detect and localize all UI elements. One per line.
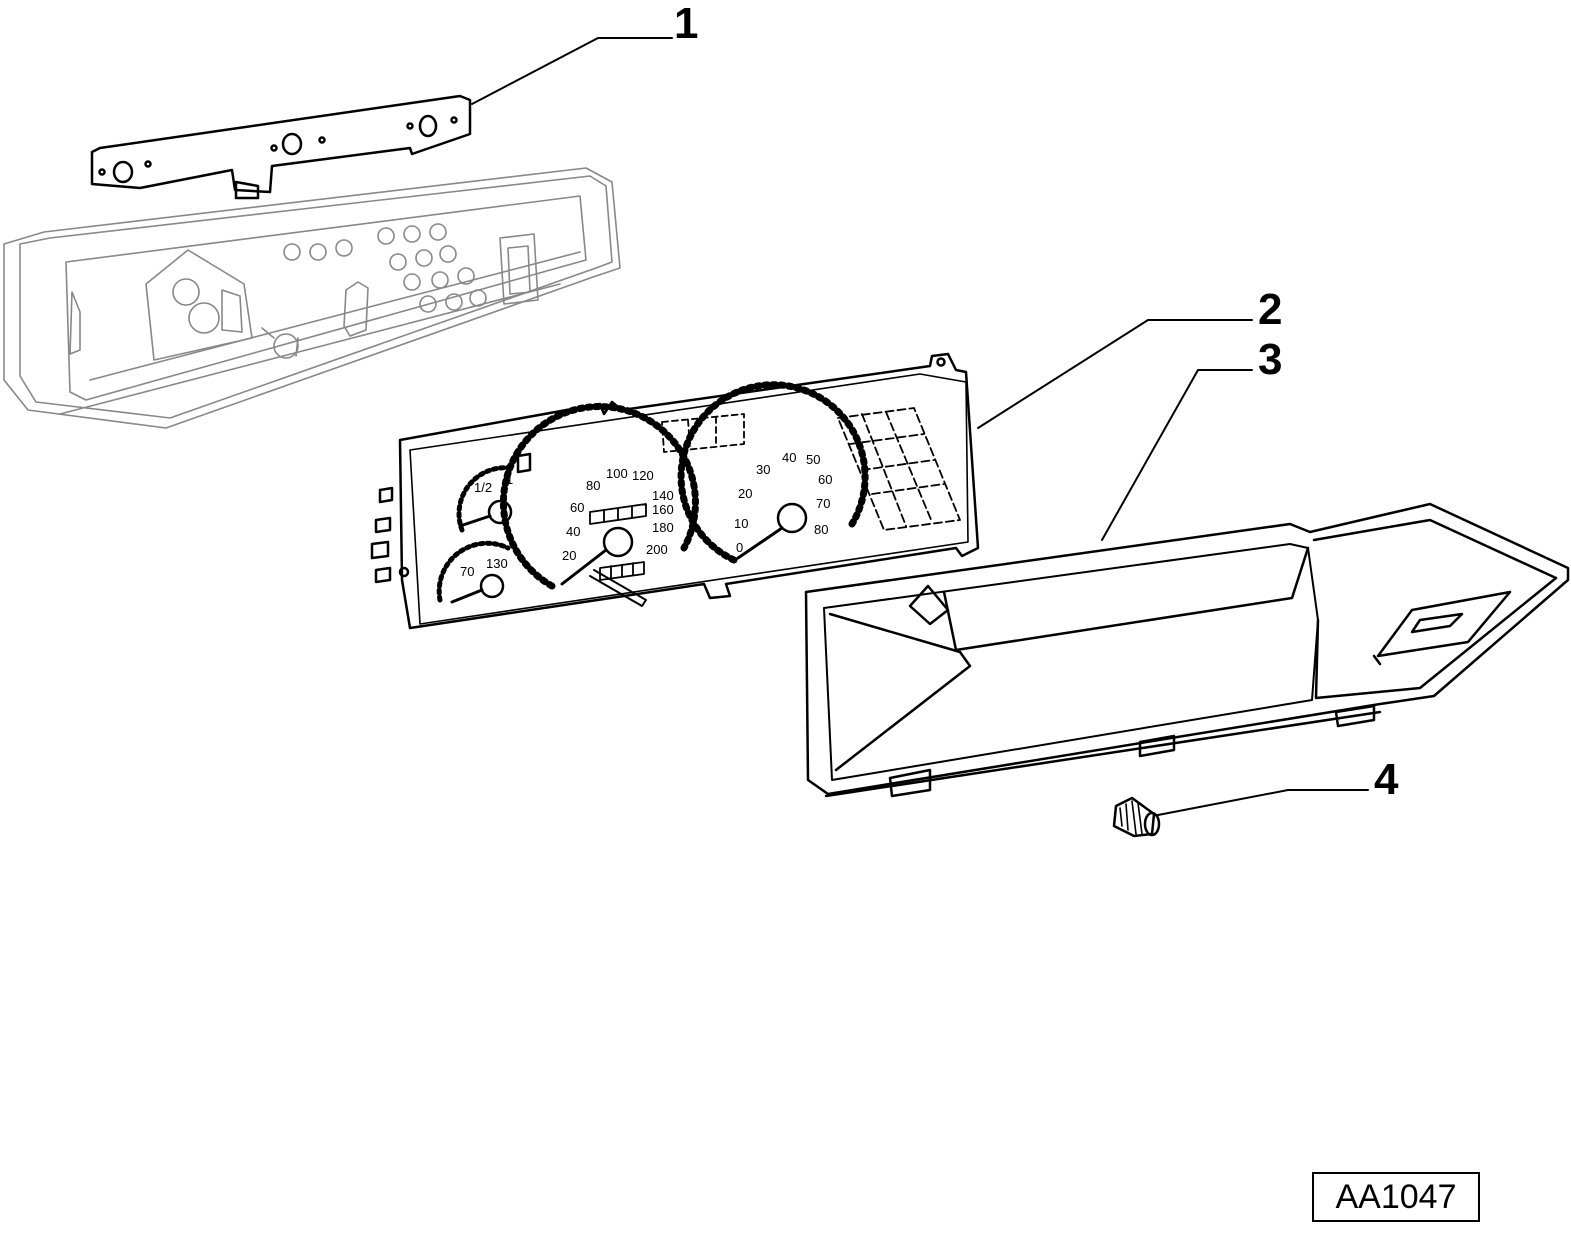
rear-housing <box>3 167 621 429</box>
speed-label-100: 100 <box>606 466 628 481</box>
callout-1: 1 <box>674 0 699 48</box>
speed-label-20: 20 <box>562 548 576 563</box>
temp-gauge <box>456 452 532 533</box>
drawing-code-box: AA1047 <box>1312 1172 1480 1222</box>
speed-label-140: 140 <box>652 488 674 503</box>
speed-label-160: 160 <box>652 502 674 517</box>
part-2-dial-board <box>370 352 980 630</box>
leader-lines <box>471 37 1369 816</box>
temp-label-left: 1/2 <box>474 480 492 495</box>
speed-label-180: 180 <box>652 520 674 535</box>
rpm-label-20: 20 <box>738 486 752 501</box>
rev-counter <box>677 381 869 564</box>
warning-lights <box>837 407 961 531</box>
oil-label-right: 130 <box>486 556 508 571</box>
part-3-bezel <box>804 502 1570 798</box>
rpm-label-30: 30 <box>756 462 770 477</box>
callout-2: 2 <box>1258 285 1283 334</box>
dial-numerals: 1/2 1 70 130 20 40 60 80 100 120 140 160… <box>460 450 832 579</box>
drawing-code: AA1047 <box>1335 1177 1457 1216</box>
rpm-label-50: 50 <box>806 452 820 467</box>
oil-gauge <box>436 540 511 604</box>
callout-4: 4 <box>1374 755 1399 804</box>
rpm-label-40: 40 <box>782 450 796 465</box>
speed-label-120: 120 <box>632 468 654 483</box>
speed-label-80: 80 <box>586 478 600 493</box>
rpm-label-70: 70 <box>816 496 830 511</box>
part-1-bracket <box>90 94 472 200</box>
rpm-label-60: 60 <box>818 472 832 487</box>
rpm-label-10: 10 <box>734 516 748 531</box>
rpm-label-80: 80 <box>814 522 828 537</box>
speedometer <box>500 403 699 607</box>
temp-label-right: 1 <box>506 472 513 487</box>
speed-label-40: 40 <box>566 524 580 539</box>
speed-label-200: 200 <box>646 542 668 557</box>
rpm-label-0: 0 <box>736 540 743 555</box>
callout-3: 3 <box>1258 335 1283 384</box>
speed-label-60: 60 <box>570 500 584 515</box>
oil-label-left: 70 <box>460 564 474 579</box>
part-4-knob <box>1112 796 1161 838</box>
